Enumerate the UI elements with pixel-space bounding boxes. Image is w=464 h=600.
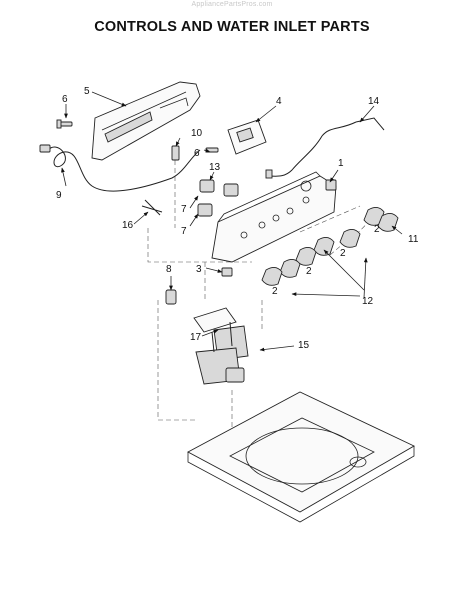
callout-6: 6 — [194, 148, 200, 159]
callout-7: 7 — [181, 226, 187, 237]
callout-2: 2 — [374, 224, 380, 235]
switch — [197, 179, 239, 217]
callout-16: 16 — [122, 220, 134, 231]
callout-17: 17 — [190, 332, 202, 343]
leader-lines — [61, 91, 403, 352]
callout-14: 14 — [368, 96, 380, 107]
top-cover — [187, 391, 415, 523]
knob — [261, 207, 399, 286]
callout-8: 8 — [166, 264, 172, 275]
callout-7: 7 — [181, 204, 187, 215]
diagram-title: CONTROLS AND WATER INLET PARTS — [94, 19, 370, 35]
screw — [56, 119, 73, 129]
console-back-panel — [91, 81, 201, 161]
callout-numbers: 5 6 4 14 10 6 1 13 9 7 16 2 7 11 2 2 3 8… — [56, 86, 419, 351]
clip — [221, 267, 233, 277]
callout-9: 9 — [56, 190, 62, 201]
callout-11: 11 — [408, 234, 419, 245]
callout-4: 4 — [276, 96, 282, 107]
power-cord — [39, 144, 201, 192]
callout-3: 3 — [196, 264, 202, 275]
callout-2: 2 — [306, 266, 312, 277]
console — [211, 171, 337, 263]
assembly-guide-lines — [147, 160, 381, 430]
callout-6: 6 — [62, 94, 68, 105]
fitting — [165, 289, 177, 305]
callout-12: 12 — [362, 296, 374, 307]
callout-5: 5 — [84, 86, 90, 97]
callout-2: 2 — [272, 286, 278, 297]
strain-relief — [171, 145, 180, 161]
watermark: AppliancePartsPros.com — [191, 1, 273, 8]
clamp — [141, 199, 163, 216]
callout-10: 10 — [191, 128, 203, 139]
callout-13: 13 — [209, 162, 221, 173]
water-inlet-valve — [193, 307, 249, 385]
callout-2: 2 — [340, 248, 346, 259]
electronic-control-board — [227, 119, 267, 155]
callout-1: 1 — [338, 158, 344, 169]
wire-harness — [265, 117, 385, 179]
callout-15: 15 — [298, 340, 310, 351]
